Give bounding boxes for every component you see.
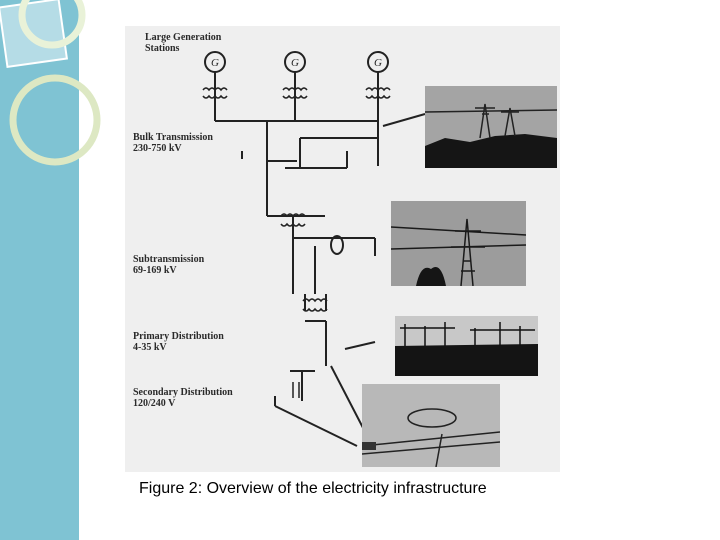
generator-3-symbol: G [374,57,382,69]
decorative-circles [0,0,101,166]
level-name: Primary Distribution [133,331,224,342]
secondary-distribution-label: Secondary Distribution 120/240 V [133,387,233,409]
one-line-diagram: G G G [202,51,426,452]
primary-distribution-label: Primary Distribution 4-35 kV [133,331,224,353]
generator-2-symbol: G [291,57,299,69]
figure-caption: Figure 2: Overview of the electricity in… [139,480,487,497]
level-name: Bulk Transmission [133,132,213,143]
level-voltage: 4-35 kV [133,342,167,353]
substation-photo [395,316,538,376]
transformer-icons [202,87,391,398]
level-voltage: 230-750 kV [133,143,182,154]
generator-1-symbol: G [211,57,219,69]
level-voltage: 69-169 kV [133,265,177,276]
subtransmission-tower-photo [391,201,526,286]
distribution-pole-photo [362,384,500,467]
slide-sidebar-band [0,0,79,540]
level-name: Subtransmission [133,254,205,265]
bulk-transmission-label: Bulk Transmission 230-750 kV [133,132,213,154]
stations-label-line2: Stations [145,43,180,54]
level-name: Secondary Distribution [133,387,233,398]
level-voltage: 120/240 V [133,398,176,409]
transmission-tower-photo [425,86,557,168]
infrastructure-figure: G G G Large Generation Stations Bulk Tra… [125,26,560,472]
stations-label: Large Generation Stations [145,32,221,54]
stations-label-line1: Large Generation [145,32,222,43]
subtransmission-label: Subtransmission 69-169 kV [133,254,204,276]
